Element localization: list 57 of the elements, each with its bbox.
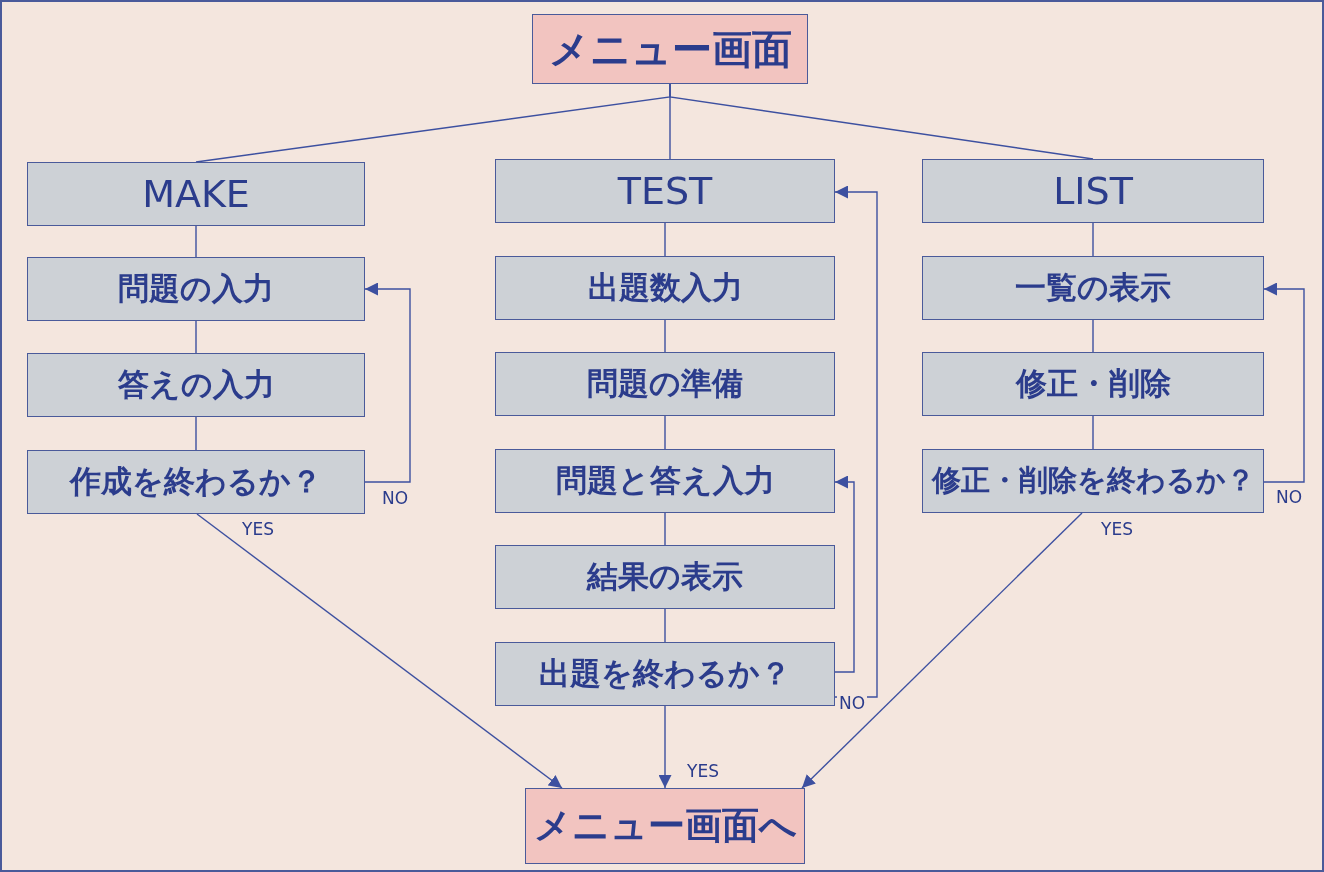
- step-label: メニュー画面へ: [533, 803, 797, 849]
- edge-label: NO: [837, 694, 868, 712]
- process-box: [922, 352, 1264, 416]
- process-box: [922, 256, 1264, 320]
- connector-line: [664, 512, 666, 546]
- step-label: 修正・削除: [1015, 364, 1171, 403]
- step-label: 答えの入力: [117, 365, 275, 404]
- arrow: [196, 513, 563, 789]
- screen-box: [525, 788, 805, 864]
- connector-line: [195, 416, 197, 451]
- arrow: [834, 185, 878, 698]
- screen-box: [532, 14, 808, 84]
- connector-line: [1092, 319, 1094, 353]
- connector-line: [195, 320, 197, 354]
- process-box: [495, 449, 835, 513]
- step-label: MAKE: [142, 172, 250, 216]
- step-label: 問題の準備: [587, 364, 743, 403]
- process-box: [495, 642, 835, 706]
- step-label: 出題を終わるか？: [539, 654, 791, 693]
- process-box: [27, 353, 365, 417]
- step-label: 結果の表示: [587, 557, 743, 596]
- step-label: 一覧の表示: [1015, 268, 1171, 307]
- arrow: [834, 475, 855, 673]
- process-box: [495, 159, 835, 223]
- connector-line: [664, 222, 666, 257]
- process-box: [495, 256, 835, 320]
- arrow: [658, 705, 672, 789]
- step-label: 修正・削除を終わるか？: [931, 462, 1255, 499]
- connector-line: [669, 83, 1094, 160]
- step-label: TEST: [617, 169, 713, 213]
- process-box: [27, 450, 365, 514]
- edge-label: YES: [240, 520, 276, 538]
- process-box: [27, 257, 365, 321]
- connector-line: [664, 319, 666, 353]
- step-label: LIST: [1053, 169, 1133, 213]
- edge-label: YES: [1099, 520, 1135, 538]
- step-label: 作成を終わるか？: [70, 462, 322, 501]
- arrow: [801, 512, 1083, 789]
- connector-line: [1092, 415, 1094, 450]
- step-label: 出題数入力: [587, 268, 743, 307]
- connector-line: [664, 608, 666, 643]
- edge-label: NO: [380, 489, 411, 507]
- step-label: 問題の入力: [118, 269, 274, 308]
- connector-line: [195, 225, 197, 258]
- arrow: [1263, 282, 1305, 483]
- process-box: [495, 352, 835, 416]
- process-box: [495, 545, 835, 609]
- arrow: [364, 282, 411, 483]
- connector-line: [1092, 222, 1094, 257]
- step-label: メニュー画面: [548, 24, 792, 74]
- process-box: [922, 449, 1264, 513]
- edge-label: YES: [685, 762, 721, 780]
- step-label: 問題と答え入力: [555, 461, 775, 500]
- process-box: [922, 159, 1264, 223]
- edge-label: NO: [1274, 488, 1305, 506]
- connector-line: [664, 415, 666, 450]
- process-box: [27, 162, 365, 226]
